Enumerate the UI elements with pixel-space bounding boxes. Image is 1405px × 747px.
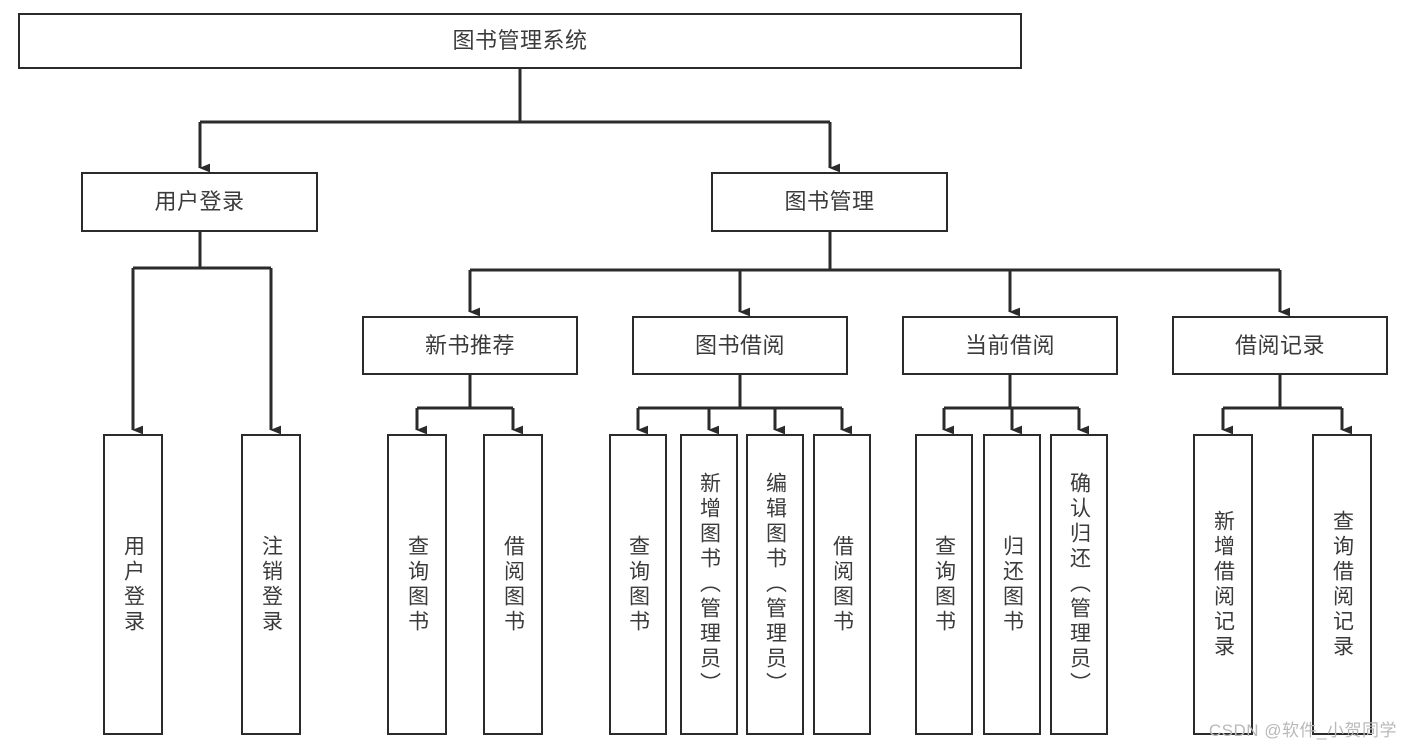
node-book-management-label: 图书管理	[784, 189, 875, 215]
leaf-query-book-borrow[interactable]: 查询图书	[609, 434, 667, 735]
node-user-login-label: 用户登录	[154, 189, 245, 215]
node-new-book-recommend-label: 新书推荐	[424, 332, 515, 358]
node-root[interactable]: 图书管理系统	[18, 13, 1022, 69]
leaf-add-book-admin-label: 新增图书（管理员）	[697, 472, 721, 697]
node-user-login[interactable]: 用户登录	[81, 172, 318, 232]
csdn-watermark: CSDN @软件_小贺同学	[1208, 721, 1397, 740]
leaf-logout[interactable]: 注销登录	[241, 434, 301, 735]
leaf-add-borrow-record-label: 新增借阅记录	[1211, 509, 1235, 660]
leaf-edit-book-admin-label: 编辑图书（管理员）	[763, 472, 787, 697]
node-current-borrow[interactable]: 当前借阅	[902, 316, 1118, 375]
leaf-user-login[interactable]: 用户登录	[103, 434, 163, 735]
leaf-edit-book-admin[interactable]: 编辑图书（管理员）	[746, 434, 804, 735]
leaf-query-book-borrow-label: 查询图书	[626, 534, 650, 635]
leaf-confirm-return-admin-label: 确认归还（管理员）	[1067, 472, 1091, 697]
leaf-query-book-newbook-label: 查询图书	[405, 534, 429, 635]
leaf-query-book-current[interactable]: 查询图书	[915, 434, 973, 735]
leaf-borrow-book-newbook[interactable]: 借阅图书	[483, 434, 543, 735]
leaf-logout-label: 注销登录	[259, 534, 283, 635]
node-new-book-recommend[interactable]: 新书推荐	[362, 316, 578, 375]
leaf-borrow-book[interactable]: 借阅图书	[813, 434, 871, 735]
leaf-add-book-admin[interactable]: 新增图书（管理员）	[680, 434, 738, 735]
node-book-borrow[interactable]: 图书借阅	[632, 316, 848, 375]
node-book-borrow-label: 图书借阅	[694, 332, 785, 358]
leaf-query-book-newbook[interactable]: 查询图书	[387, 434, 447, 735]
leaf-confirm-return-admin[interactable]: 确认归还（管理员）	[1050, 434, 1108, 735]
node-current-borrow-label: 当前借阅	[964, 332, 1055, 358]
leaf-return-book-label: 归还图书	[1000, 534, 1024, 635]
leaf-user-login-label: 用户登录	[121, 534, 145, 635]
leaf-borrow-book-newbook-label: 借阅图书	[501, 534, 525, 635]
leaf-query-borrow-record-label: 查询借阅记录	[1330, 509, 1354, 660]
leaf-add-borrow-record[interactable]: 新增借阅记录	[1193, 434, 1253, 735]
node-borrow-record-label: 借阅记录	[1234, 332, 1325, 358]
node-root-label: 图书管理系统	[452, 28, 588, 54]
leaf-borrow-book-label: 借阅图书	[830, 534, 854, 635]
leaf-query-borrow-record[interactable]: 查询借阅记录	[1312, 434, 1372, 735]
node-book-management[interactable]: 图书管理	[711, 172, 948, 232]
leaf-return-book[interactable]: 归还图书	[983, 434, 1041, 735]
node-borrow-record[interactable]: 借阅记录	[1172, 316, 1388, 375]
leaf-query-book-current-label: 查询图书	[932, 534, 956, 635]
